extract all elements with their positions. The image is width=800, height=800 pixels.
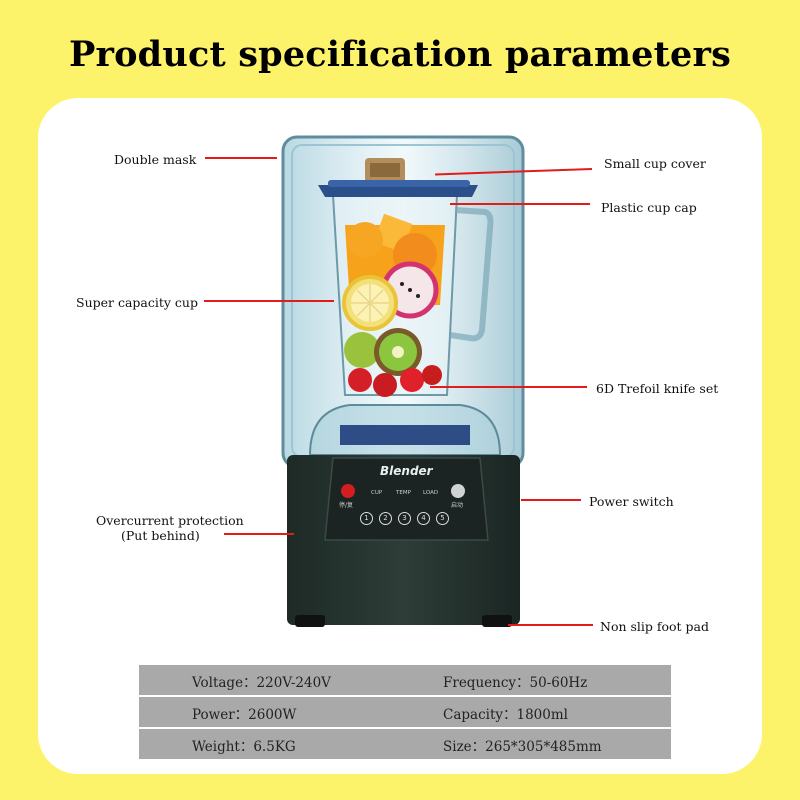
label-plastic-cup-cap: Plastic cup cap: [601, 200, 697, 215]
start-button-label: 启动: [451, 502, 464, 509]
stop-button-label: 停/复: [339, 502, 354, 509]
leader-knife-set: [430, 386, 587, 388]
label-overcurrent-line2: (Put behind): [121, 528, 200, 543]
speed-button-2[interactable]: 2: [379, 512, 392, 525]
spec-power: Power：2600W: [192, 707, 297, 723]
leader-plastic-cup-cap: [450, 203, 590, 205]
label-foot-pad: Non slip foot pad: [600, 619, 710, 634]
stop-button[interactable]: [341, 484, 355, 498]
spec-capacity: Capacity：1800ml: [443, 707, 568, 723]
spec-row-1: Voltage：220V-240V Frequency：50-60Hz: [139, 665, 671, 695]
spec-weight: Weight：6.5KG: [192, 739, 296, 755]
brand-logo: Blender: [380, 464, 433, 478]
mode-label-cup: CUP: [371, 490, 383, 496]
speed-button-5[interactable]: 5: [436, 512, 449, 525]
page-title: Product specification parameters: [68, 34, 732, 75]
label-power-switch: Power switch: [589, 494, 674, 509]
spec-row-3: Weight：6.5KG Size：265*305*485mm: [139, 729, 671, 759]
label-double-mask: Double mask: [114, 152, 197, 167]
speed-button-3[interactable]: 3: [398, 512, 411, 525]
spec-size: Size：265*305*485mm: [443, 739, 602, 755]
speed-button-4[interactable]: 4: [417, 512, 430, 525]
leader-foot-pad: [508, 624, 593, 626]
label-overcurrent-line1: Overcurrent protection: [96, 513, 244, 528]
mode-label-temp: TEMP: [396, 490, 411, 496]
blade-base: [308, 404, 502, 456]
spec-voltage: Voltage：220V-240V: [192, 675, 331, 691]
label-knife-set: 6D Trefoil knife set: [596, 381, 719, 396]
cup-cap: [318, 158, 478, 197]
leader-power-switch: [521, 499, 581, 501]
label-small-cup-cover: Small cup cover: [604, 156, 706, 171]
mode-label-load: LOAD: [423, 490, 439, 496]
fruit-contents: [342, 213, 445, 397]
control-panel: Blender 停/复 启动 CUP TEMP LOAD 1 2 3 4 5: [325, 458, 488, 538]
speed-button-1[interactable]: 1: [360, 512, 373, 525]
label-super-capacity-cup: Super capacity cup: [76, 295, 198, 310]
leader-double-mask: [205, 157, 277, 159]
leader-super-capacity-cup: [204, 300, 334, 302]
spec-row-2: Power：2600W Capacity：1800ml: [139, 697, 671, 727]
start-button[interactable]: [451, 484, 465, 498]
spec-frequency: Frequency：50-60Hz: [443, 675, 588, 691]
leader-overcurrent: [224, 533, 294, 535]
